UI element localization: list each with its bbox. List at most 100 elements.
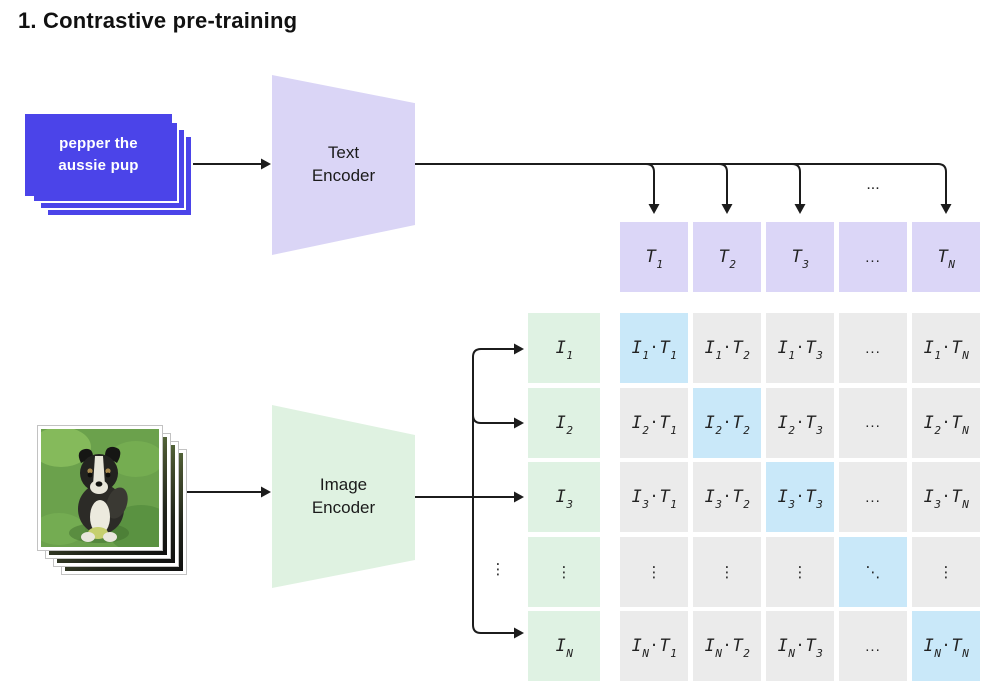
t1-label: T <box>645 247 656 267</box>
matrix-cell-diagonal: IN·TN <box>912 611 980 681</box>
matrix-cell-ellipsis: ⋮ <box>766 536 834 607</box>
in-sub: N <box>566 647 573 661</box>
text-column-ellipsis: ... <box>866 176 880 193</box>
dot-operator: · <box>795 338 805 356</box>
matrix-cell-ellipsis: ⋮ <box>693 536 761 607</box>
image-embedding-cell: I2 <box>528 387 600 458</box>
matrix-cell-diagonal-ellipsis: ⋱ <box>839 536 907 607</box>
image-encoder-label-line1: Image <box>319 474 368 494</box>
i3-sub: 3 <box>566 498 573 512</box>
matrix-cell-ellipsis: ... <box>839 462 907 532</box>
tn-sub: N <box>948 258 955 272</box>
similarity-matrix: I1·T1 I1·T2 I1·T3 ... I1·TN I2·T1 I2·T2 … <box>620 313 980 681</box>
text-encoder-label-line1: Text <box>327 143 360 163</box>
matrix-cell: I3·T2 <box>693 462 761 532</box>
dot-operator: · <box>941 487 951 505</box>
text-embedding-cell: T3 <box>766 222 834 292</box>
matrix-cell-ellipsis: ⋮ <box>912 536 980 607</box>
drop-t1 <box>645 163 655 205</box>
text-embedding-cell: T1 <box>620 222 688 292</box>
matrix-cell: I2·T3 <box>766 387 834 458</box>
page-title: 1. Contrastive pre-training <box>18 8 298 33</box>
dot-operator: · <box>941 338 951 356</box>
matrix-cell: I1·T2 <box>693 313 761 383</box>
branch-i2 <box>472 414 515 424</box>
image-embedding-cell: I3 <box>528 462 600 532</box>
matrix-cell-diagonal: I3·T3 <box>766 462 834 532</box>
t1-sub: 1 <box>656 258 663 272</box>
matrix-cell: IN·T1 <box>620 611 688 681</box>
arrowhead-t2 <box>721 204 733 214</box>
encoder-output-line <box>414 163 947 205</box>
dot-operator: · <box>722 338 732 356</box>
dot-operator: · <box>649 487 659 505</box>
arrowhead-t1 <box>648 204 660 214</box>
matrix-cell: IN·T2 <box>693 611 761 681</box>
t-ellipsis: ... <box>865 248 881 266</box>
i2-sub: 2 <box>566 423 573 437</box>
matrix-cell: I1·TN <box>912 313 980 383</box>
matrix-cell-ellipsis: ... <box>839 387 907 458</box>
i-ellipsis: ⋮ <box>556 563 572 581</box>
dot-operator: · <box>795 636 805 654</box>
text-encoder-label-line2: Encoder <box>311 166 376 185</box>
t2-sub: 2 <box>729 258 736 272</box>
matrix-cell-ellipsis: ... <box>839 313 907 383</box>
image-embedding-cell: IN <box>528 611 600 681</box>
dot-operator: · <box>649 412 659 431</box>
t2-label: T <box>718 247 729 267</box>
image-branch-vertical <box>472 348 515 634</box>
text-embedding-cell-ellipsis: ... <box>839 222 907 292</box>
matrix-cell-ellipsis: ⋮ <box>620 536 688 607</box>
i3-label: I <box>555 487 566 507</box>
dot-operator: · <box>941 636 951 654</box>
text-embedding-cell: TN <box>912 222 980 292</box>
image-encoder-label-line2: Encoder <box>311 497 376 517</box>
text-embedding-row: T1 T2 T3 ... TN <box>620 222 980 292</box>
dot-operator: · <box>795 412 805 431</box>
prompt-text-line2: aussie pup <box>58 157 139 174</box>
in-label: I <box>555 636 566 656</box>
matrix-cell: IN·T3 <box>766 611 834 681</box>
arrowhead-in <box>514 627 524 639</box>
matrix-cell: I2·TN <box>912 387 980 458</box>
dot-operator: · <box>795 487 805 505</box>
arrowhead-t3 <box>794 204 806 214</box>
arrowhead-tn <box>940 204 952 214</box>
matrix-cell-diagonal: I2·T2 <box>693 387 761 458</box>
drop-t3 <box>791 163 801 205</box>
matrix-cell: I1·T3 <box>766 313 834 383</box>
image-row-ellipsis: ⋮ <box>490 561 506 578</box>
arrowhead-text-encoder <box>261 158 271 170</box>
dot-operator: · <box>941 412 951 431</box>
dot-operator: · <box>722 636 732 654</box>
text-encoder-block: Text Encoder <box>272 75 415 255</box>
t3-sub: 3 <box>802 258 809 272</box>
prompt-text-line1: pepper the <box>59 135 138 153</box>
matrix-cell-ellipsis: ... <box>839 611 907 681</box>
i1-label: I <box>555 338 566 358</box>
matrix-cell: I3·TN <box>912 462 980 532</box>
i1-sub: 1 <box>566 349 573 363</box>
arrowhead-i3 <box>514 491 524 503</box>
i2-label: I <box>555 412 566 433</box>
text-embedding-cell: T2 <box>693 222 761 292</box>
image-encoder-block: Image Encoder <box>272 405 415 588</box>
matrix-cell: I3·T1 <box>620 462 688 532</box>
puppy-illustration <box>41 429 159 547</box>
dot-operator: · <box>722 487 732 505</box>
tn-label: T <box>937 247 948 267</box>
matrix-cell-diagonal: I1·T1 <box>620 313 688 383</box>
drop-t2 <box>718 163 728 205</box>
image-embedding-cell: I1 <box>528 313 600 383</box>
dot-operator: · <box>649 636 659 654</box>
arrowhead-i1 <box>514 343 524 355</box>
dot-operator: · <box>722 412 732 431</box>
image-embedding-cell-ellipsis: ⋮ <box>528 536 600 607</box>
t3-label: T <box>791 247 802 267</box>
arrowhead-i2 <box>514 417 524 429</box>
image-embedding-column: I1 I2 I3 ⋮ IN <box>528 313 600 681</box>
arrowhead-image-encoder <box>261 486 271 498</box>
